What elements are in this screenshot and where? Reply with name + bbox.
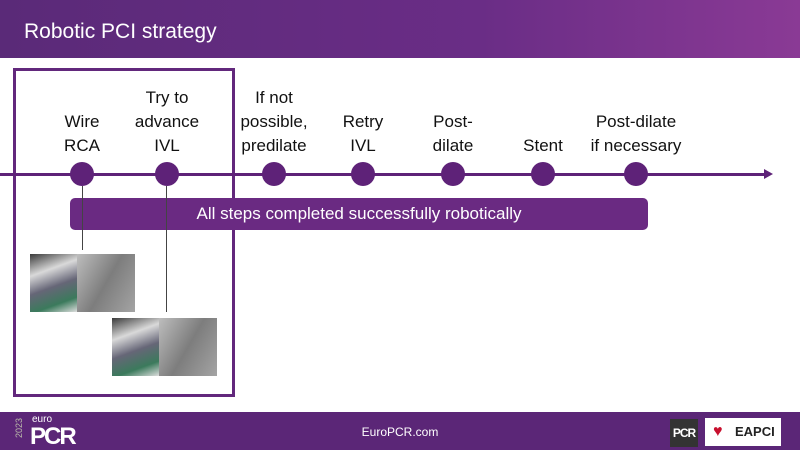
- timeline-step-marker: [70, 162, 94, 186]
- logo-euro: euro: [32, 414, 53, 425]
- highlight-frame: [13, 68, 235, 397]
- timeline-step-marker: [262, 162, 286, 186]
- footer-bar: 2023 euro PCR EuroPCR.com PCR ♥EAPCI: [0, 412, 800, 450]
- timeline-step-label: Stent: [523, 136, 563, 155]
- timeline-step-marker: [155, 162, 179, 186]
- timeline-step-label: Post-dilate if necessary: [590, 112, 682, 155]
- timeline-step-marker: [624, 162, 648, 186]
- procedure-image: [112, 318, 217, 376]
- eapci-text: EAPCI: [735, 424, 775, 439]
- header-bar: Robotic PCI strategy: [0, 0, 800, 58]
- procedure-image: [30, 254, 135, 312]
- timeline-step-label: Try to advance IVL: [134, 88, 200, 155]
- eapci-logo: ♥ EAPCI: [705, 418, 781, 446]
- timeline-step-marker: [441, 162, 465, 186]
- timeline-step-marker: [531, 162, 555, 186]
- timeline-axis: [0, 173, 766, 176]
- timeline-arrow-icon: [764, 169, 773, 179]
- connector-line: [82, 186, 83, 250]
- timeline-step-label: Retry IVL: [342, 112, 384, 155]
- timeline-step-label: Wire RCA: [64, 112, 100, 155]
- pcr-badge-logo: PCR: [670, 419, 698, 447]
- logo-pcr: PCR: [30, 423, 77, 450]
- timeline-step-label: Post- dilate: [432, 112, 474, 155]
- timeline-step-marker: [351, 162, 375, 186]
- timeline-step-label: If not possible, predilate: [240, 88, 308, 155]
- connector-line: [166, 186, 167, 312]
- footer-url[interactable]: EuroPCR.com: [361, 425, 439, 439]
- completion-banner: All steps completed successfully robotic…: [70, 198, 648, 230]
- slide-title: Robotic PCI strategy: [24, 20, 217, 43]
- heart-icon: ♥: [713, 423, 723, 440]
